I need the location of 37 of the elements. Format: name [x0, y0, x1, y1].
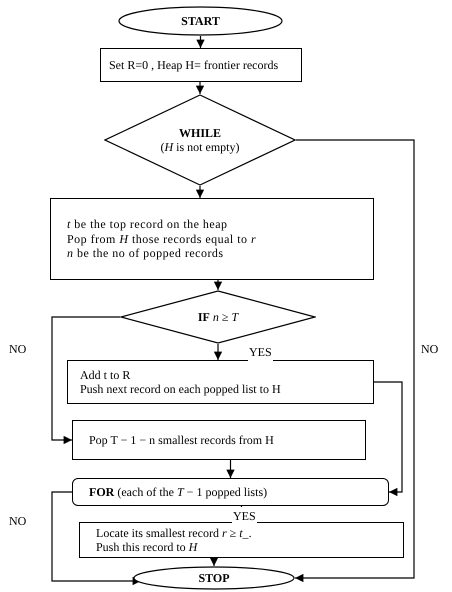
arrow [214, 344, 222, 360]
process-box [79, 522, 404, 558]
arrow [295, 139, 415, 582]
arrow [226, 460, 235, 478]
process-box [50, 198, 374, 280]
arrow [210, 558, 218, 566]
process-box [72, 420, 366, 460]
node-text: Set R=0 , Heap H= frontier records [109, 58, 278, 72]
node-text: STOP [198, 570, 230, 586]
node-text: IF n ≥ T [198, 310, 238, 324]
node-text: START [181, 14, 220, 28]
arrow [196, 82, 204, 94]
node-text: Push next record on each popped list to H [80, 382, 281, 396]
node-text: Add t to R [80, 368, 130, 382]
node-text: (H is not empty) [160, 140, 240, 154]
edge-label: YES [232, 507, 257, 525]
process-box [100, 48, 302, 82]
node-text: Locate its smallest record r ≥ t_. [96, 526, 252, 540]
node-text: Pop from H those records equal to r [67, 232, 256, 246]
arrow [196, 36, 205, 48]
node-text: t be the top record on the heap [67, 217, 228, 232]
arrow [374, 381, 403, 496]
stop-terminal [133, 566, 295, 590]
decision-diamond [120, 290, 316, 344]
node-text: Push this record to H [96, 540, 198, 554]
arrow [196, 186, 204, 198]
arrow [51, 491, 141, 586]
node-text: Pop T − 1 − n smallest records from H [89, 432, 274, 448]
arrow [51, 316, 120, 444]
arrow [214, 280, 222, 290]
decision-diamond [104, 94, 296, 186]
node-text: WHILE [178, 126, 221, 140]
start-terminal [118, 6, 283, 36]
node-text: FOR (each of the T − 1 popped lists) [89, 484, 268, 500]
loop-box [72, 478, 389, 506]
process-box [67, 360, 374, 404]
node-text: n be the no of popped records [67, 246, 224, 261]
